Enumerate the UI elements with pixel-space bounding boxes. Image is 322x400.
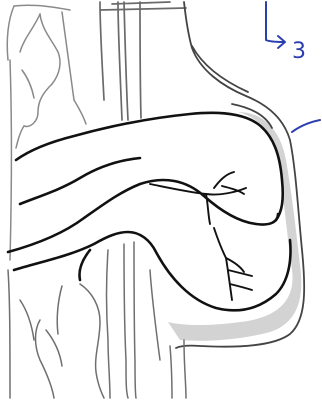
annotation-label: 3 xyxy=(292,39,306,64)
vertical-vessel xyxy=(100,2,186,120)
shading-band xyxy=(168,112,301,341)
annotation-arrow-line xyxy=(266,2,284,42)
background-column xyxy=(7,5,86,260)
annotation-arrow xyxy=(266,2,320,132)
folded-tube xyxy=(8,113,290,310)
annotation-pointer-line xyxy=(292,120,320,132)
branching-vessels xyxy=(150,172,252,300)
